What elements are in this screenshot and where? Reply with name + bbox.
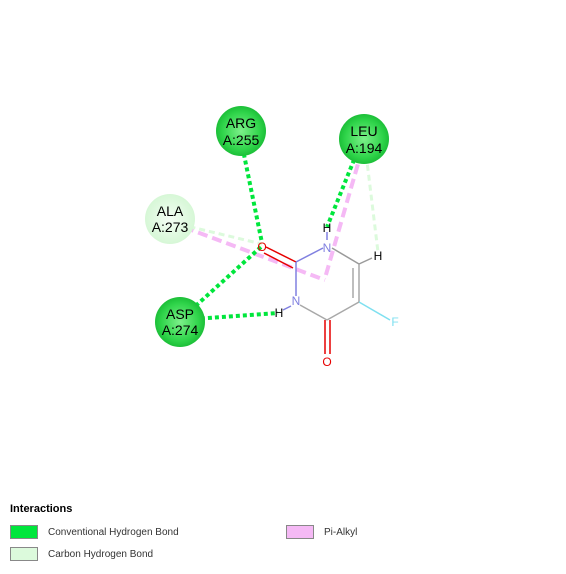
bond-c2-o-double: [263, 252, 294, 269]
residue-name: ASP: [166, 306, 194, 322]
interaction-lines: [169, 139, 380, 322]
pi-alkyl-line-ala273: [169, 220, 326, 282]
bond-c4-h: [358, 257, 373, 265]
legend-swatch: [10, 547, 38, 561]
atom-h-c6: H: [374, 249, 383, 263]
atom-f: F: [391, 315, 398, 329]
residue-number: A:194: [346, 140, 383, 156]
pi-alkyl-line-leu194: [323, 149, 364, 279]
bond-c6-n1: [299, 304, 328, 321]
residue-number: A:274: [162, 322, 199, 338]
carbon-hbond-line-leu194: [363, 144, 380, 253]
residue-number: A:273: [152, 219, 189, 235]
residue-arg255[interactable]: ARG A:255: [216, 106, 266, 156]
legend-title: Interactions: [10, 503, 73, 515]
atom-n-left: N: [292, 294, 301, 308]
ligand-bonds: [263, 232, 391, 354]
legend-swatch: [286, 525, 314, 539]
atom-o-top: O: [257, 240, 266, 254]
bond-n1-h: [282, 305, 292, 311]
residue-disc: [155, 297, 205, 347]
residue-leu194[interactable]: LEU A:194: [339, 114, 389, 164]
legend-swatch: [10, 525, 38, 539]
residue-disc: [339, 114, 389, 164]
residue-name: ARG: [226, 115, 256, 131]
bond-c5-c6: [326, 301, 360, 321]
legend-label: Pi-Alkyl: [324, 526, 358, 538]
legend-item-carbon-hbond: Carbon Hydrogen Bond: [10, 546, 153, 562]
legend-label: Carbon Hydrogen Bond: [48, 548, 154, 560]
legend-item-conventional-hbond: Conventional Hydrogen Bond: [10, 524, 179, 540]
residue-disc: [145, 194, 195, 244]
residue-asp274[interactable]: ASP A:274: [155, 297, 205, 347]
atom-h-n-top: H: [323, 221, 332, 235]
legend-label: Conventional Hydrogen Bond: [48, 526, 179, 538]
residue-name: LEU: [350, 123, 377, 139]
interaction-diagram: O N H H N H F O ARG A:255 LEU A:194 ALA …: [145, 106, 399, 369]
legend-item-pi-alkyl: Pi-Alkyl: [286, 524, 357, 540]
bond-n3-c4: [331, 247, 360, 265]
residue-number: A:255: [223, 132, 260, 148]
atom-n-top: N: [323, 241, 332, 255]
bond-c5-f: [358, 301, 391, 321]
conventional-hbond-line-asp274-o: [178, 244, 264, 322]
residue-disc: [216, 106, 266, 156]
atom-labels: O N H H N H F O: [257, 221, 398, 369]
bond-c2-n3: [295, 247, 324, 263]
atom-o-bottom: O: [322, 355, 331, 369]
residue-ala273[interactable]: ALA A:273: [145, 194, 195, 244]
bond-c2-o: [265, 246, 297, 263]
residue-name: ALA: [157, 203, 184, 219]
conventional-hbond-line-arg255: [239, 139, 264, 244]
atom-h-n-left: H: [275, 306, 284, 320]
